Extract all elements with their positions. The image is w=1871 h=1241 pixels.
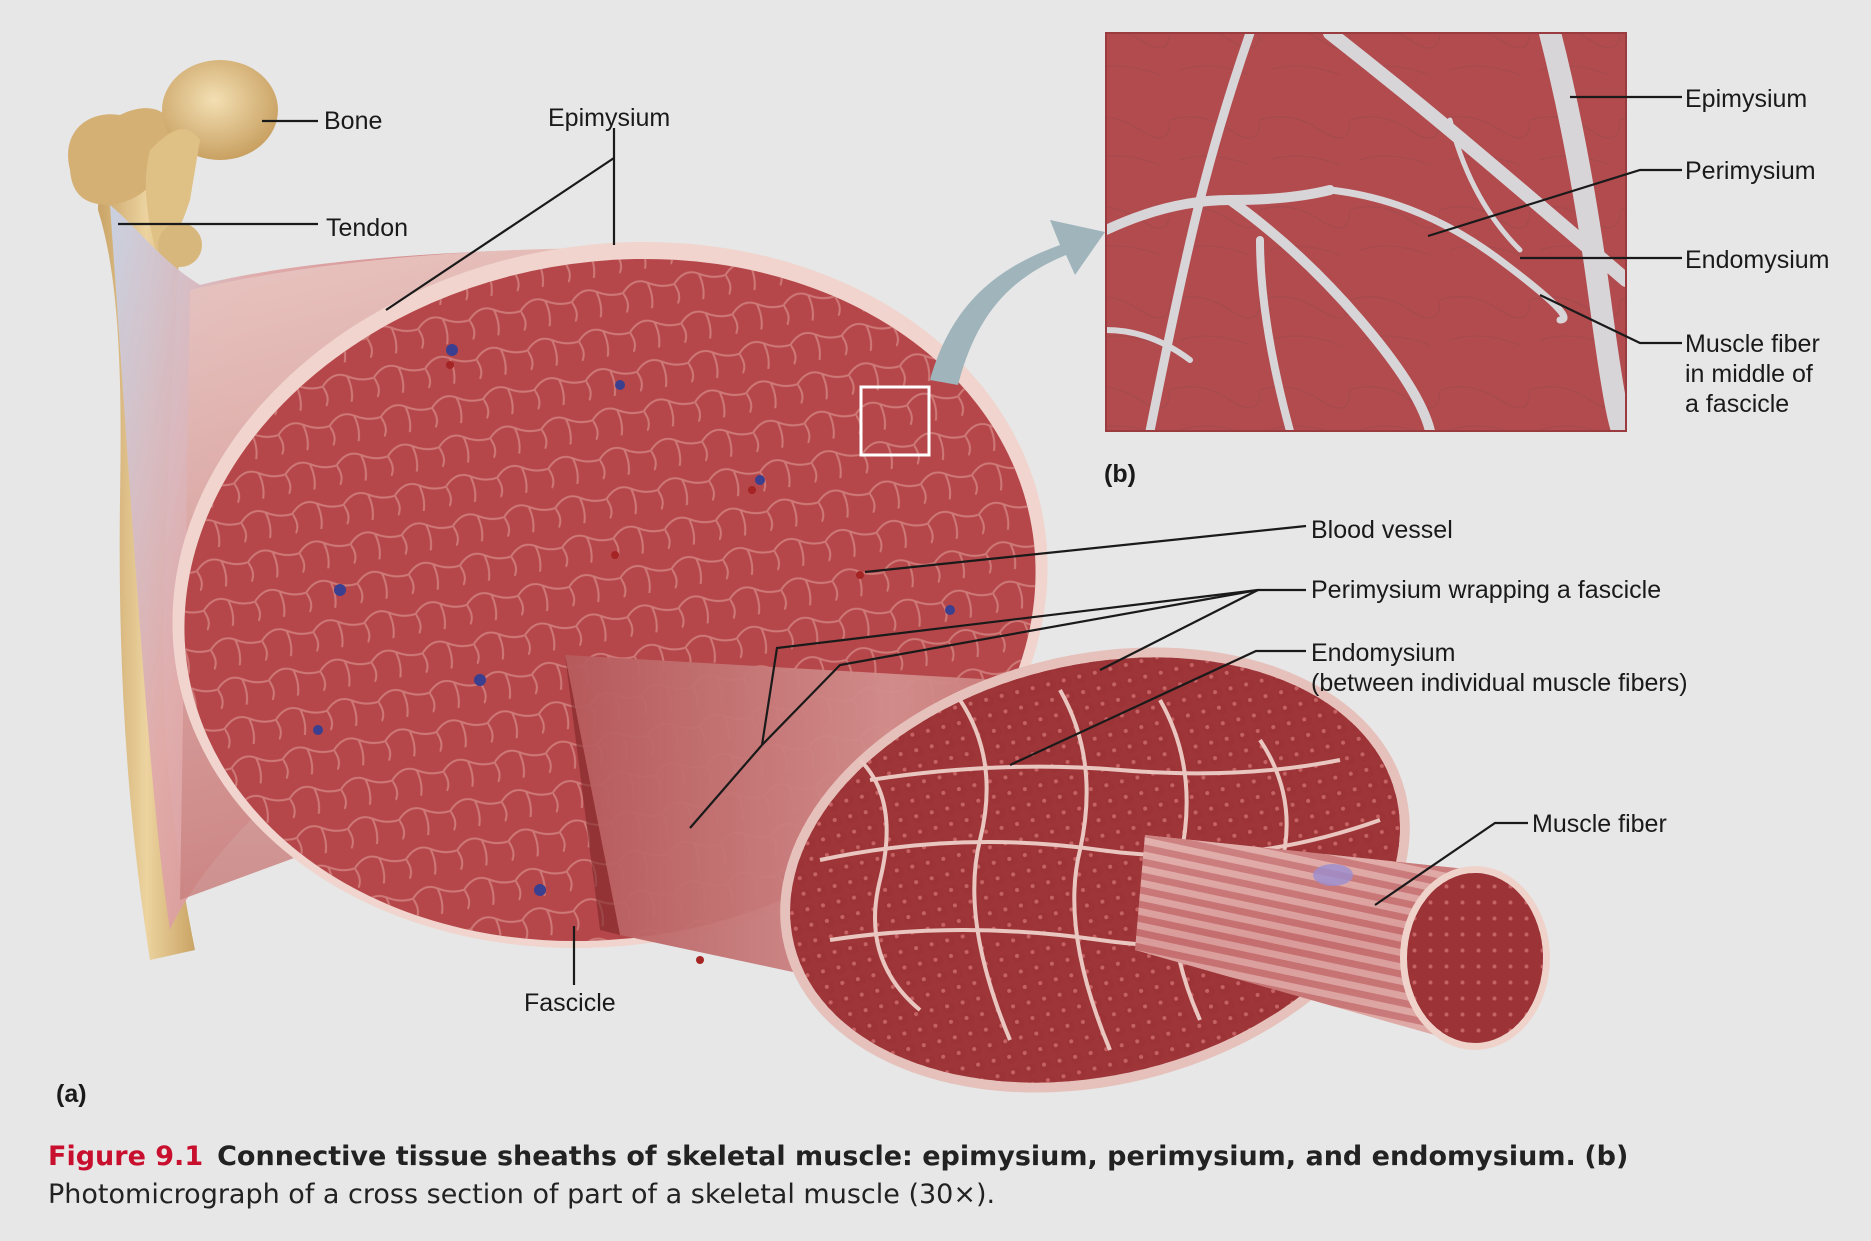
figure-caption: Figure 9.1 Connective tissue sheaths of s… bbox=[48, 1138, 1838, 1214]
panel-tag-a: (a) bbox=[56, 1080, 87, 1108]
label-perimysium-b: Perimysium bbox=[1685, 157, 1816, 185]
label-endomysium-a-detail: (between individual muscle fibers) bbox=[1311, 669, 1688, 697]
label-blood-vessel: Blood vessel bbox=[1311, 516, 1453, 544]
panel-tag-b: (b) bbox=[1104, 460, 1136, 488]
caption-title: Connective tissue sheaths of skeletal mu… bbox=[217, 1141, 1576, 1172]
label-epimysium-a: Epimysium bbox=[548, 104, 671, 132]
label-endomysium-a: Endomysium bbox=[1311, 639, 1456, 667]
label-muscle-fiber-middle-2: in middle of bbox=[1685, 360, 1813, 388]
caption-description: Photomicrograph of a cross section of pa… bbox=[48, 1179, 996, 1210]
label-muscle-fiber: Muscle fiber bbox=[1532, 810, 1667, 838]
leader-lines bbox=[118, 95, 1682, 985]
label-muscle-fiber-middle-1: Muscle fiber bbox=[1685, 330, 1820, 358]
single-muscle-fiber bbox=[1135, 835, 1550, 1050]
label-perimysium-wrapping: Perimysium wrapping a fascicle bbox=[1311, 576, 1662, 604]
label-bone: Bone bbox=[324, 107, 383, 135]
caption-part-b: (b) bbox=[1584, 1141, 1629, 1172]
label-fascicle: Fascicle bbox=[524, 989, 616, 1017]
label-endomysium-b: Endomysium bbox=[1685, 246, 1830, 274]
photomicrograph bbox=[1105, 32, 1627, 432]
caption-figure-number: Figure 9.1 bbox=[48, 1141, 204, 1172]
zoom-arrow bbox=[930, 220, 1105, 385]
label-epimysium-b: Epimysium bbox=[1685, 85, 1808, 113]
label-muscle-fiber-middle-3: a fascicle bbox=[1685, 390, 1790, 418]
label-tendon: Tendon bbox=[326, 214, 409, 242]
zoom-box bbox=[859, 385, 931, 457]
